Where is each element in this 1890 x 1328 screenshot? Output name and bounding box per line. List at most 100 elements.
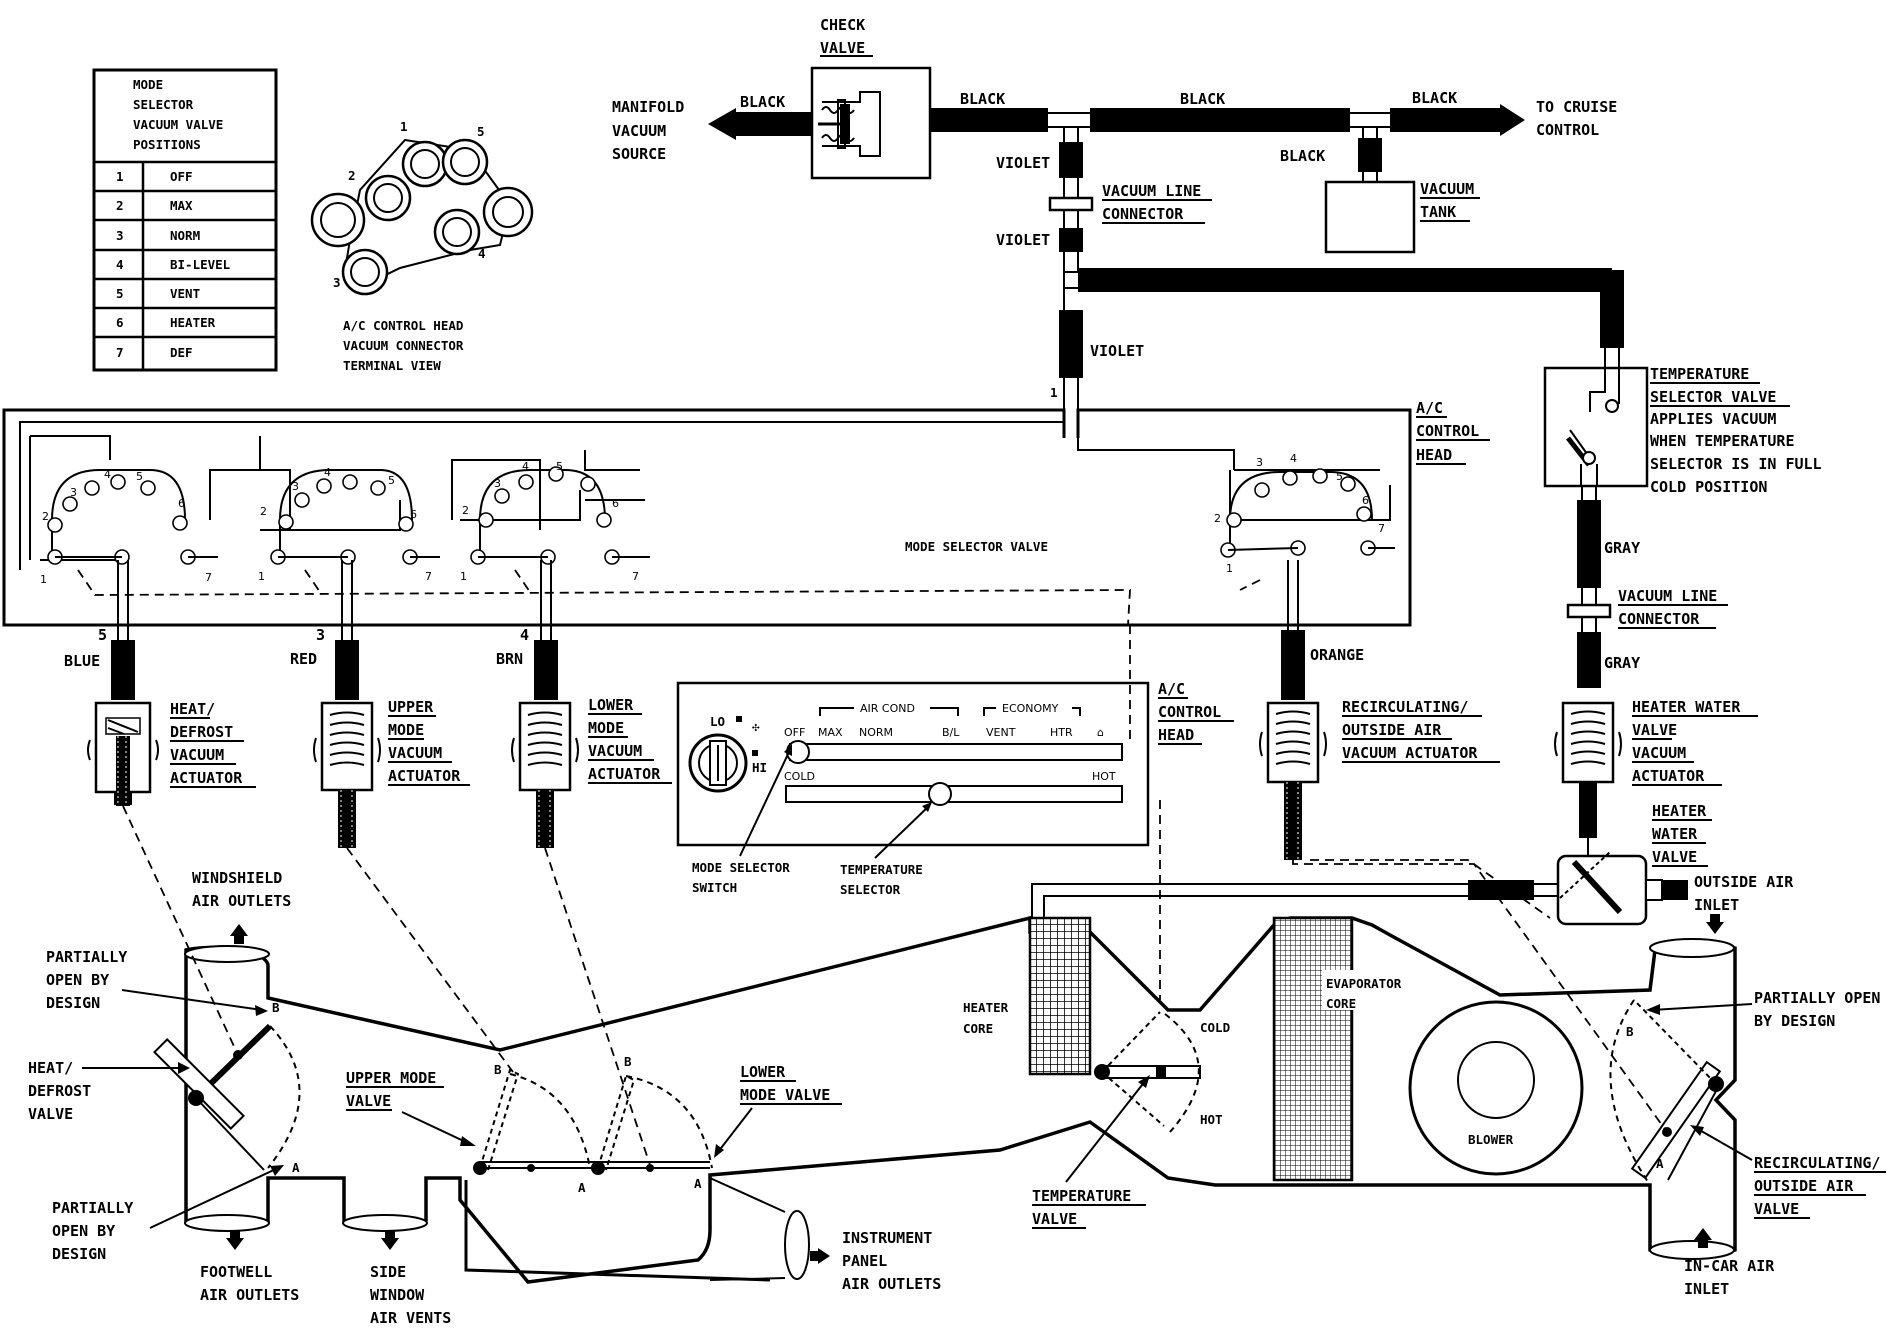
pin-label-3: 3 xyxy=(333,275,341,290)
footwell-arrow-icon xyxy=(226,1238,244,1250)
hose-color-blue: BLUE xyxy=(64,652,100,670)
gray-label-2: GRAY xyxy=(1604,654,1640,672)
po1-label-3: DESIGN xyxy=(46,994,100,1012)
lower-mode-actuator: LOWER MODE VACUUM ACTUATOR xyxy=(511,696,672,848)
vlc2-label-1: VACUUM LINE xyxy=(1618,587,1717,605)
recirc-act-label-3: VACUUM ACTUATOR xyxy=(1342,744,1478,762)
po1-label-2: OPEN BY xyxy=(46,971,109,989)
v1-n1: 1 xyxy=(40,573,47,586)
rv-label-2: OUTSIDE AIR xyxy=(1754,1177,1854,1195)
control-head-label-2: CONTROL xyxy=(1416,422,1479,440)
temp-hot-label: HOT xyxy=(1092,770,1116,783)
v1-n6: 6 xyxy=(178,497,185,510)
v3-n2: 2 xyxy=(462,504,469,517)
hd-valve-a: A xyxy=(292,1160,300,1175)
temperature-slider-track[interactable] xyxy=(785,785,1123,803)
rv-label-3: VALVE xyxy=(1754,1200,1799,1218)
tsv-label-2: SELECTOR VALVE xyxy=(1650,388,1776,406)
blower-label: BLOWER xyxy=(1468,1132,1514,1147)
table-label-2: MAX xyxy=(170,198,193,213)
side-window-label-1: SIDE xyxy=(370,1263,406,1281)
gray-label-1: GRAY xyxy=(1604,539,1640,557)
v1-n3: 3 xyxy=(70,486,77,499)
v3-n3: 3 xyxy=(494,477,501,490)
check-valve-label-1: CHECK xyxy=(820,16,865,34)
lower-act-label-2: MODE xyxy=(588,719,624,737)
manifold-arrow-icon xyxy=(708,108,736,140)
duct-labels: WINDSHIELD AIR OUTLETS PARTIALLY OPEN BY… xyxy=(28,802,1886,1327)
v1-n5: 5 xyxy=(136,470,143,483)
tsv-label-4: WHEN TEMPERATURE xyxy=(1650,432,1795,450)
ip-label-3: AIR OUTLETS xyxy=(842,1275,941,1293)
hd-valve-b: B xyxy=(272,1000,280,1015)
v2-n4: 4 xyxy=(324,466,331,479)
v4-n1: 1 xyxy=(1226,562,1233,575)
table-title-2: SELECTOR xyxy=(133,97,194,112)
v3-n5: 5 xyxy=(556,460,563,473)
upper-act-label-4: ACTUATOR xyxy=(388,767,461,785)
windshield-label-1: WINDSHIELD xyxy=(192,869,282,887)
rv-label-1: RECIRCULATING/ xyxy=(1754,1154,1880,1172)
mode-selector-valve-label: MODE SELECTOR VALVE xyxy=(905,539,1048,554)
hdv-label-1: HEAT/ xyxy=(28,1059,73,1077)
mode-slider-track[interactable] xyxy=(789,743,1123,761)
temperature-slider-knob[interactable] xyxy=(928,782,952,806)
table-num-4: 4 xyxy=(116,257,124,272)
violet-label-3: VIOLET xyxy=(1090,342,1144,360)
lower-act-label-3: VACUUM xyxy=(588,742,642,760)
black-label-3: BLACK xyxy=(1180,90,1225,108)
v4-n6: 6 xyxy=(1362,494,1369,507)
v2-n1: 1 xyxy=(258,570,265,583)
v2-n6: 6 xyxy=(410,508,417,521)
tsv-label-6: COLD POSITION xyxy=(1650,478,1767,496)
tv-label-1: TEMPERATURE xyxy=(1032,1187,1131,1205)
fan-hi-label: HI xyxy=(752,760,767,775)
cruise-arrow-icon xyxy=(1500,104,1525,136)
vlc-label-2: CONNECTOR xyxy=(1102,205,1184,223)
connector-caption-1: A/C CONTROL HEAD xyxy=(343,318,463,333)
control-head-label-1: A/C xyxy=(1416,399,1443,417)
table-num-7: 7 xyxy=(116,345,124,360)
side-window-label-3: AIR VENTS xyxy=(370,1309,451,1327)
table-title-3: VACUUM VALVE xyxy=(133,117,223,132)
recirc-actuator: RECIRCULATING/ OUTSIDE AIR VACUUM ACTUAT… xyxy=(1259,698,1500,860)
table-num-5: 5 xyxy=(116,286,124,301)
vlc2-label-2: CONNECTOR xyxy=(1618,610,1700,628)
tsv-label-3: APPLIES VACUUM xyxy=(1650,410,1776,428)
hdv-label-2: DEFROST xyxy=(28,1082,91,1100)
defrost-icon: ⌂ xyxy=(1097,726,1104,739)
v3-n4: 4 xyxy=(522,460,529,473)
table-label-7: DEF xyxy=(170,345,193,360)
oai-label-1: OUTSIDE AIR xyxy=(1694,873,1794,891)
air-cond-label: AIR COND xyxy=(860,702,915,715)
lower-valve-b: B xyxy=(624,1054,632,1069)
pos-off: OFF xyxy=(784,726,805,739)
v4-n2: 2 xyxy=(1214,512,1221,525)
fan-icon: ✣ xyxy=(752,719,760,734)
side-window-arrow-icon xyxy=(381,1238,399,1250)
connector-caption-3: TERMINAL VIEW xyxy=(343,358,441,373)
hdv-label-3: VALVE xyxy=(28,1105,73,1123)
black-label-4: BLACK xyxy=(1412,89,1457,107)
lower-act-label-1: LOWER xyxy=(588,696,634,714)
vacuum-line-connector-top xyxy=(1048,196,1094,212)
table-label-5: VENT xyxy=(170,286,200,301)
side-window-label-2: WINDOW xyxy=(370,1286,425,1304)
violet-label-2: VIOLET xyxy=(996,231,1050,249)
evap-label-2: CORE xyxy=(1326,996,1356,1011)
pin-label-2: 2 xyxy=(348,168,356,183)
ip-label-2: PANEL xyxy=(842,1252,887,1270)
vacuum-supply: CHECK VALVE MANIFOLD VACUUM SOURCE BLACK… xyxy=(612,16,1624,438)
tank-label-1: VACUUM xyxy=(1420,180,1474,198)
valve-group-3: 1 2 3 4 5 6 7 xyxy=(460,460,650,583)
vacuum-tank xyxy=(1324,180,1416,254)
mode-selector-valve-box: A/C CONTROL HEAD MODE SELECTOR VALVE 1 2… xyxy=(2,399,1490,627)
upper-act-label-3: VACUUM xyxy=(388,744,442,762)
ac-control-panel: A/C CONTROL HEAD LO ✣ HI AIR COND ECONOM… xyxy=(676,625,1234,1000)
tank-label-2: TANK xyxy=(1420,203,1456,221)
table-num-6: 6 xyxy=(116,315,124,330)
temp-selector-label-2: SELECTOR xyxy=(840,882,901,897)
heater-water-actuator: HEATER WATER VALVE VACUUM ACTUATOR xyxy=(1554,698,1758,838)
pos-norm: NORM xyxy=(859,726,893,739)
table-title-1: MODE xyxy=(133,77,163,92)
